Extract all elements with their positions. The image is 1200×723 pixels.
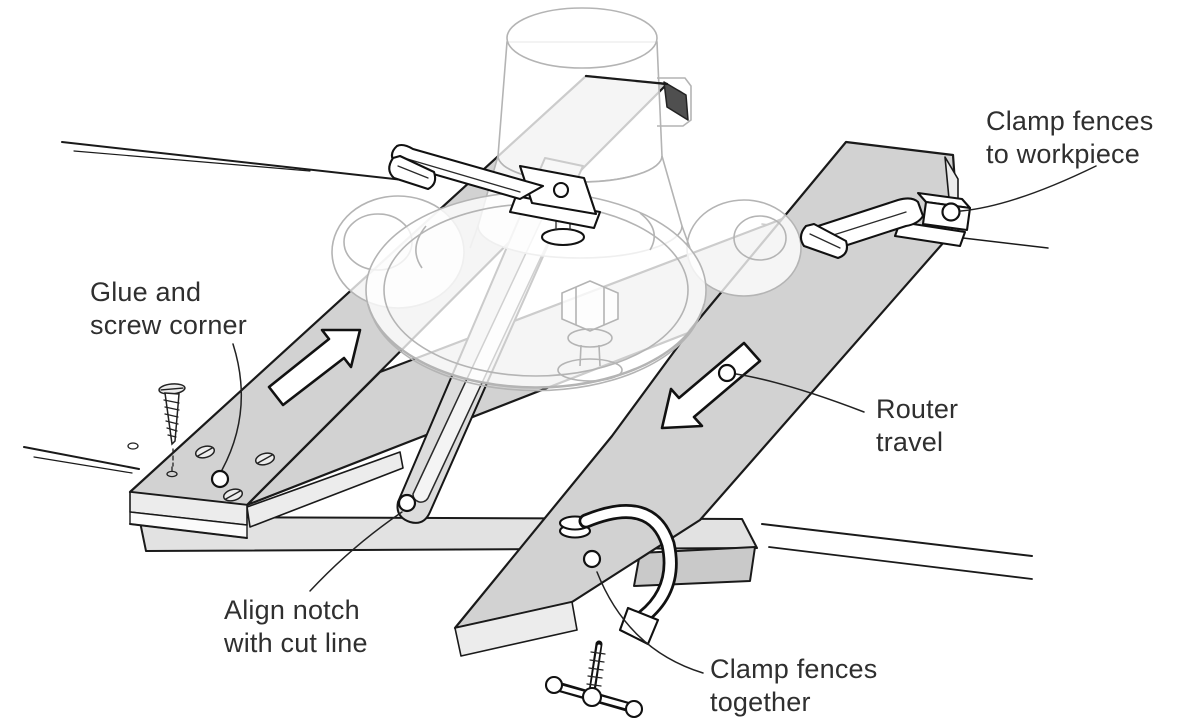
label-clamp-fences-workpiece: Clamp fences to workpiece	[986, 105, 1153, 171]
label-router-travel: Router travel	[876, 393, 958, 459]
label-line: Router	[876, 394, 959, 424]
label-line: Clamp fences	[710, 654, 878, 684]
c-clamp	[544, 504, 678, 719]
label-line: Align notch	[224, 595, 360, 625]
leader-dot-notch	[397, 493, 417, 513]
leader-lines	[210, 165, 1097, 674]
label-clamp-fences-together: Clamp fences together	[710, 653, 877, 719]
toggle-clamp-right	[799, 191, 972, 260]
arrow-down-left	[660, 341, 762, 430]
toggle-clamp-left	[388, 143, 602, 247]
label-glue-screw-corner: Glue and screw corner	[90, 276, 247, 342]
wood-screw	[158, 383, 186, 478]
leader-dot-clamp-workpiece	[941, 202, 961, 222]
label-line: together	[710, 687, 811, 717]
label-line: screw corner	[90, 310, 247, 340]
label-line: Clamp fences	[986, 106, 1154, 136]
leader-dot-router-travel	[717, 363, 737, 383]
arrow-up-right	[267, 328, 362, 407]
label-line: travel	[876, 427, 944, 457]
label-line: to workpiece	[986, 139, 1140, 169]
label-line: Glue and	[90, 277, 202, 307]
left-fence-end	[584, 74, 689, 121]
router-travel-arrows	[267, 328, 762, 430]
label-line: with cut line	[224, 628, 368, 658]
workpiece-edges	[23, 141, 1049, 580]
leader-dot-glue	[210, 469, 230, 489]
leader-dot-clamp-together	[582, 549, 602, 569]
label-align-notch: Align notch with cut line	[224, 594, 368, 660]
